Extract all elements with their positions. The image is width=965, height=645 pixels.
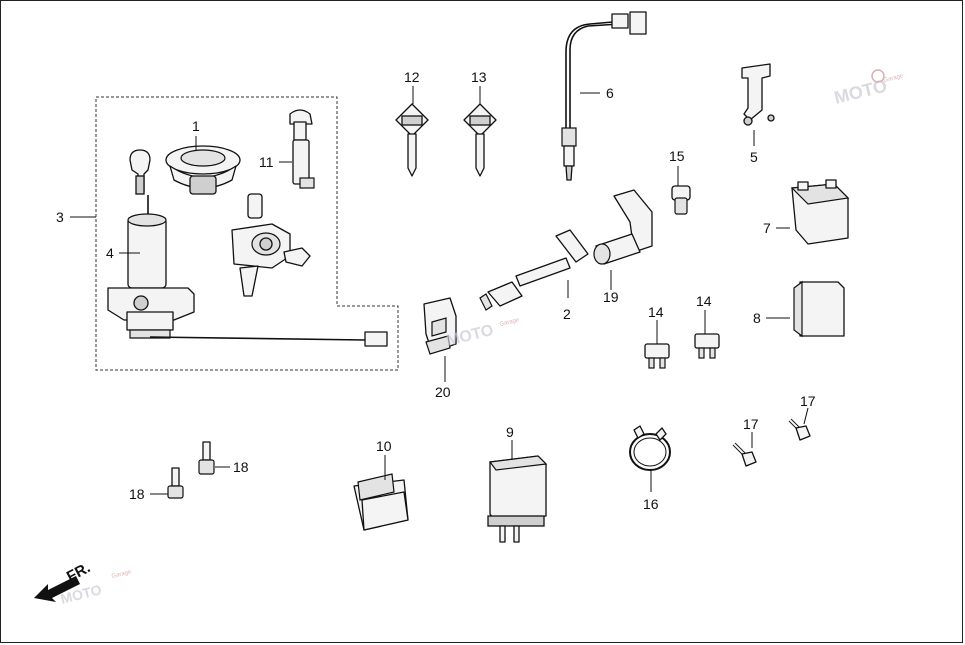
front-arrow-icon bbox=[34, 576, 80, 602]
part-17-bolt-a[interactable] bbox=[732, 442, 757, 467]
part-14-fuse-a[interactable] bbox=[644, 343, 670, 369]
callout-8: 8 bbox=[753, 310, 761, 326]
leader-lines bbox=[70, 86, 809, 495]
part-13-key[interactable] bbox=[463, 103, 497, 177]
part-2-connector[interactable] bbox=[479, 229, 589, 311]
callout-6: 6 bbox=[606, 85, 614, 101]
part-5-bracket[interactable] bbox=[741, 63, 775, 126]
callout-11: 11 bbox=[259, 154, 274, 170]
callout-14a: 14 bbox=[648, 304, 664, 320]
callout-2: 2 bbox=[563, 306, 571, 322]
watermark-logo-top: MOTO Garage bbox=[832, 69, 905, 108]
callout-18b: 18 bbox=[129, 486, 145, 502]
callout-9: 9 bbox=[506, 424, 514, 440]
part-10-bracket[interactable] bbox=[353, 473, 409, 531]
callout-1: 1 bbox=[192, 118, 200, 134]
part-18-screw-a[interactable] bbox=[198, 441, 215, 475]
callout-3: 3 bbox=[56, 209, 64, 225]
callout-13: 13 bbox=[471, 69, 487, 85]
part-15-sleeve[interactable] bbox=[671, 185, 691, 215]
watermark-text: MOTO bbox=[832, 75, 889, 107]
watermark-small-text: Garage bbox=[111, 569, 133, 580]
part-16-clamp[interactable] bbox=[629, 425, 671, 471]
part-19-boot[interactable] bbox=[593, 189, 653, 265]
callout-14b: 14 bbox=[696, 293, 712, 309]
callout-17b: 17 bbox=[800, 393, 816, 409]
callout-4: 4 bbox=[106, 245, 114, 261]
part-14-fuse-b[interactable] bbox=[694, 333, 720, 359]
part-20-clip[interactable] bbox=[423, 297, 457, 355]
callout-17a: 17 bbox=[743, 416, 759, 432]
part-8-relay-cover[interactable] bbox=[793, 280, 845, 338]
callout-10: 10 bbox=[376, 438, 392, 454]
part-4-ignition-switch[interactable] bbox=[107, 149, 388, 347]
callout-12: 12 bbox=[404, 69, 420, 85]
callout-5: 5 bbox=[750, 149, 758, 165]
part-6-sensor[interactable] bbox=[561, 11, 647, 181]
part-3-lock-mechanism[interactable] bbox=[231, 193, 311, 297]
front-direction-indicator: FR. MOTO Garage bbox=[34, 559, 133, 607]
part-11-seat-lock[interactable] bbox=[289, 109, 315, 189]
callout-7: 7 bbox=[763, 220, 771, 236]
part-7-relay-holder[interactable] bbox=[790, 179, 850, 245]
part-1-fuel-cap[interactable] bbox=[165, 145, 241, 195]
callout-19: 19 bbox=[603, 289, 619, 305]
callout-15: 15 bbox=[669, 148, 685, 164]
part-9-flasher-relay[interactable] bbox=[487, 455, 548, 543]
callout-16: 16 bbox=[643, 496, 659, 512]
callout-18a: 18 bbox=[233, 459, 249, 475]
watermark-small-text: Garage bbox=[499, 317, 521, 328]
part-12-key[interactable] bbox=[395, 103, 429, 177]
part-17-bolt-b[interactable] bbox=[788, 418, 811, 441]
watermark-small-text: Garage bbox=[883, 73, 905, 84]
callout-20: 20 bbox=[435, 384, 451, 400]
callout-labels: 1 2 3 4 5 6 7 8 9 10 11 12 13 14 14 15 1… bbox=[56, 69, 816, 512]
assembly-group-box bbox=[95, 96, 399, 371]
part-18-screw-b[interactable] bbox=[167, 467, 184, 499]
